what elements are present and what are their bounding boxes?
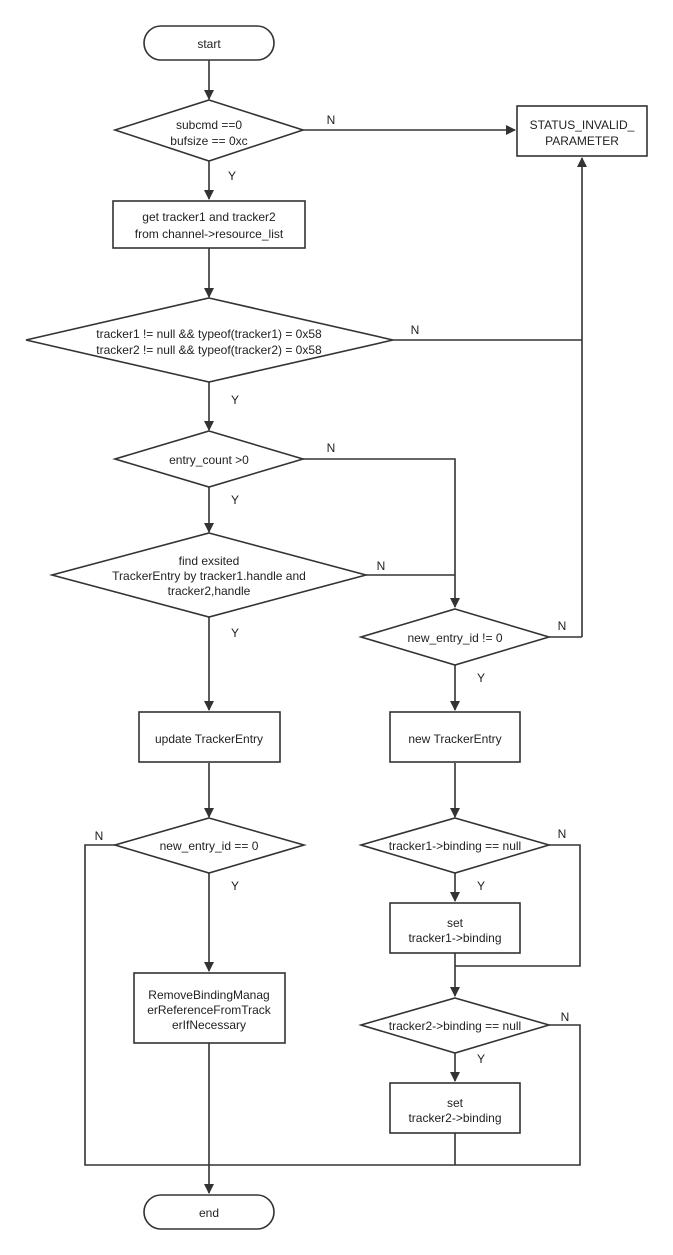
node-new-entry-id-ne: new_entry_id != 0 <box>358 608 552 666</box>
get-trackers-line2: from channel->resource_list <box>135 227 284 241</box>
label-no-find-entry: N <box>377 559 386 573</box>
check-subcmd-diamond <box>112 99 306 162</box>
node-end: end <box>143 1194 275 1230</box>
t2-binding-check-label: tracker2->binding == null <box>389 1019 521 1033</box>
new-entry-id-ne-label: new_entry_id != 0 <box>407 631 502 645</box>
label-no-subcmd: N <box>327 113 336 127</box>
node-status-invalid: STATUS_INVALID_ PARAMETER <box>516 105 648 157</box>
node-update-entry: update TrackerEntry <box>138 711 281 763</box>
label-yes-trackers: Y <box>231 393 239 407</box>
node-get-trackers: get tracker1 and tracker2 from channel->… <box>112 200 306 249</box>
update-entry-label: update TrackerEntry <box>155 732 263 746</box>
node-start: start <box>143 25 275 61</box>
get-trackers-box <box>112 200 306 249</box>
edge-t2-check-no <box>455 1024 581 1166</box>
label-no-new-entry-id-ne: N <box>558 619 567 633</box>
label-no-t1-check: N <box>558 827 567 841</box>
label-yes-t2-check: Y <box>477 1052 485 1066</box>
node-remove-binding: RemoveBindingManag erReferenceFromTrack … <box>133 972 286 1044</box>
label-yes-find-entry: Y <box>231 626 239 640</box>
set-t2-line2: tracker2->binding <box>408 1111 501 1125</box>
node-set-t1: set tracker1->binding <box>389 902 521 954</box>
node-check-trackers: tracker1 != null && typeof(tracker1) = 0… <box>25 297 394 383</box>
check-trackers-line1: tracker1 != null && typeof(tracker1) = 0… <box>96 327 322 341</box>
set-t1-box <box>389 902 521 954</box>
label-yes-new-entry-id-eq: Y <box>231 879 239 893</box>
node-entry-count: entry_count >0 <box>112 430 306 488</box>
t2-binding-check-diamond <box>358 997 552 1054</box>
t1-binding-check-diamond <box>358 817 552 874</box>
label-yes-entry-count: Y <box>231 493 239 507</box>
set-t1-line2: tracker1->binding <box>408 931 501 945</box>
node-new-entry-id-eq: new_entry_id == 0 <box>112 817 307 874</box>
t1-binding-check-label: tracker1->binding == null <box>389 839 521 853</box>
label-yes-new-entry-id-ne: Y <box>477 671 485 685</box>
find-entry-line2: TrackerEntry by tracker1.handle and <box>112 569 306 583</box>
edge-t1-check-no <box>455 844 581 967</box>
entry-count-diamond <box>112 430 306 488</box>
check-trackers-line2: tracker2 != null && typeof(tracker2) = 0… <box>96 343 322 357</box>
get-trackers-line1: get tracker1 and tracker2 <box>142 210 276 224</box>
new-entry-id-eq-label: new_entry_id == 0 <box>160 839 259 853</box>
start-label: start <box>197 37 221 51</box>
node-check-subcmd: subcmd ==0 bufsize == 0xc <box>112 99 306 162</box>
status-invalid-line1: STATUS_INVALID_ <box>530 118 635 132</box>
node-t1-binding-check: tracker1->binding == null <box>358 817 552 874</box>
label-no-new-entry-id-eq: N <box>95 829 104 843</box>
label-no-entry-count: N <box>327 441 336 455</box>
edge-entry-count-no <box>303 458 460 608</box>
end-label: end <box>199 1206 219 1220</box>
set-t1-line1: set <box>447 916 464 930</box>
label-yes-t1-check: Y <box>477 879 485 893</box>
label-no-trackers: N <box>411 323 420 337</box>
update-entry-box <box>138 711 281 763</box>
label-yes-subcmd: Y <box>228 169 236 183</box>
new-entry-id-eq-diamond <box>112 817 307 874</box>
connectors <box>84 60 587 1194</box>
status-invalid-line2: PARAMETER <box>545 134 619 148</box>
new-entry-id-ne-diamond <box>358 608 552 666</box>
find-entry-line1: find exsited <box>179 554 240 568</box>
edge-labels: N Y N Y N Y N Y N Y N Y N Y N Y <box>95 113 570 1066</box>
new-entry-label: new TrackerEntry <box>408 732 501 746</box>
find-entry-diamond <box>48 532 370 618</box>
find-entry-line3: tracker2,handle <box>168 584 251 598</box>
start-terminator <box>143 25 275 61</box>
check-subcmd-line2: bufsize == 0xc <box>170 134 247 148</box>
set-t2-box <box>389 1082 521 1134</box>
node-new-entry: new TrackerEntry <box>389 711 521 763</box>
label-no-t2-check: N <box>561 1010 570 1024</box>
remove-binding-line3: erIfNecessary <box>172 1018 246 1032</box>
check-trackers-diamond <box>25 297 394 383</box>
status-invalid-box <box>516 105 648 157</box>
check-subcmd-line1: subcmd ==0 <box>176 118 242 132</box>
remove-binding-box <box>133 972 286 1044</box>
remove-binding-line2: erReferenceFromTrack <box>147 1003 272 1017</box>
set-t2-line1: set <box>447 1096 464 1110</box>
remove-binding-line1: RemoveBindingManag <box>148 988 269 1002</box>
node-find-entry: find exsited TrackerEntry by tracker1.ha… <box>48 532 370 618</box>
edge-new-entry-id-eq-no <box>84 844 209 1166</box>
entry-count-label: entry_count >0 <box>169 453 249 467</box>
node-t2-binding-check: tracker2->binding == null <box>358 997 552 1054</box>
end-terminator <box>143 1194 275 1230</box>
node-set-t2: set tracker2->binding <box>389 1082 521 1134</box>
new-entry-box <box>389 711 521 763</box>
